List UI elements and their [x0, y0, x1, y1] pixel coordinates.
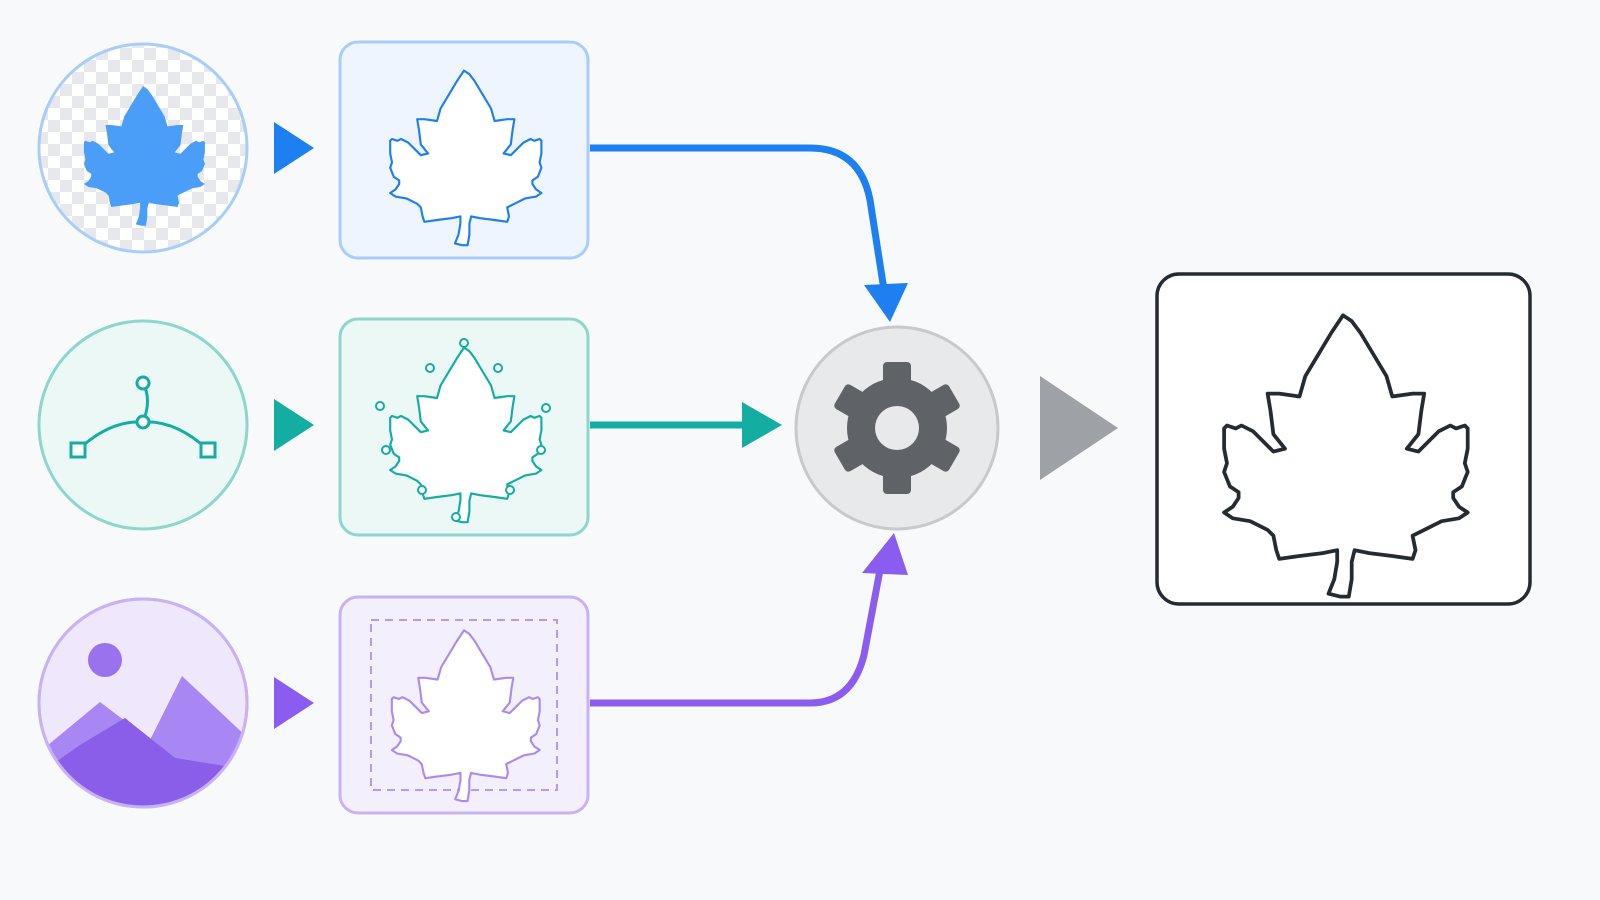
output-arrow-icon — [1040, 376, 1118, 480]
arrowhead-teal — [742, 402, 782, 448]
connector-blue — [590, 144, 888, 291]
bezier-curve-icon — [69, 375, 217, 459]
outline-card-alpha — [338, 40, 590, 260]
result-card — [1155, 272, 1532, 606]
arrowhead-blue — [864, 283, 908, 322]
outline-card-traced — [338, 595, 590, 815]
play-arrow-icon — [274, 399, 314, 451]
source-raster-image — [37, 597, 249, 809]
outline-card-path — [338, 317, 590, 537]
path-node-dots — [375, 338, 551, 522]
gear-icon — [834, 362, 960, 494]
source-vector-path — [37, 319, 249, 531]
play-arrow-icon — [274, 122, 314, 174]
processor-node — [794, 325, 1000, 531]
play-arrow-icon — [274, 677, 314, 729]
source-transparent-png — [37, 42, 249, 254]
connector-purple — [590, 569, 884, 707]
arrowhead-purple — [862, 533, 908, 575]
